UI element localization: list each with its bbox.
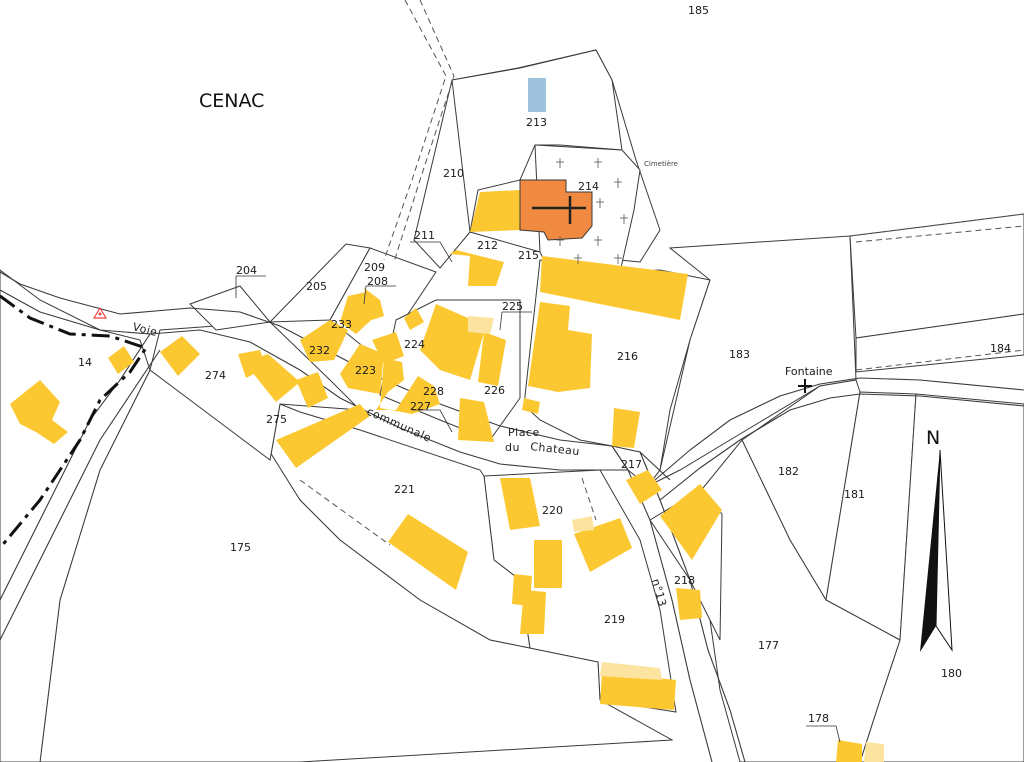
parcel-number: 223 [355, 364, 376, 377]
commune-boundary [0, 294, 149, 549]
parcel-number: 220 [542, 504, 563, 517]
parcel-number: 14 [78, 356, 92, 369]
parcel-outlines [0, 49, 1024, 762]
parcel-number: 180 [941, 667, 962, 680]
parcel-number: 213 [526, 116, 547, 129]
grave-cross-icon [556, 158, 628, 264]
church-cross-icon [532, 196, 586, 224]
parcel-number: 274 [205, 369, 226, 382]
parcel-number: 219 [604, 613, 625, 626]
parcel-number: 211 [414, 229, 435, 242]
parcel-number: 225 [502, 300, 523, 313]
north-label: N [926, 427, 940, 449]
town-name: CENAC [199, 90, 264, 112]
parcel-number: 212 [477, 239, 498, 252]
parcel-number: 228 [423, 385, 444, 398]
parcel-number: 218 [674, 574, 695, 587]
parcel-number: 181 [844, 488, 865, 501]
parcel-number: 204 [236, 264, 257, 277]
north-arrow-icon: N [920, 427, 953, 652]
parcel-number: 183 [729, 348, 750, 361]
parcel-number: 216 [617, 350, 638, 363]
triangulation-point-icon [92, 306, 108, 319]
parcel-number: 210 [443, 167, 464, 180]
parcel-number: 221 [394, 483, 415, 496]
parcel-number: 182 [778, 465, 799, 478]
parcel-number: 227 [410, 400, 431, 413]
parcel-number: 175 [230, 541, 251, 554]
parcel-number: 275 [266, 413, 287, 426]
buildings [10, 190, 884, 762]
parcel-number: 233 [331, 318, 352, 331]
fountain-label: Fontaine [785, 365, 833, 378]
parcel-number: 209 [364, 261, 385, 274]
parcel-number: 232 [309, 344, 330, 357]
water-basin [528, 78, 546, 112]
street-label-chateau: Chateau [530, 440, 581, 458]
church-building [519, 179, 593, 241]
cemetery-label: Cimetière [644, 160, 678, 168]
leader-lines [235, 241, 841, 743]
street-label-voie: Voie [131, 320, 159, 339]
parcel-number: 205 [306, 280, 327, 293]
parcel-number: 215 [518, 249, 539, 262]
parcel-number: 224 [404, 338, 425, 351]
parcel-numbers: 185 213 210 214 211 212 215 204 205 209 … [78, 4, 1011, 725]
street-label-du: du [505, 441, 520, 454]
parcel-number: 184 [990, 342, 1011, 355]
parcel-number: 226 [484, 384, 505, 397]
parcel-number: 217 [621, 458, 642, 471]
fountain-cross-icon [798, 379, 812, 393]
parcel-number: 214 [578, 180, 599, 193]
parcel-number: 178 [808, 712, 829, 725]
street-label-place: Place [508, 426, 540, 439]
parcel-number: 185 [688, 4, 709, 17]
parcel-number: 208 [367, 275, 388, 288]
parcel-number: 177 [758, 639, 779, 652]
